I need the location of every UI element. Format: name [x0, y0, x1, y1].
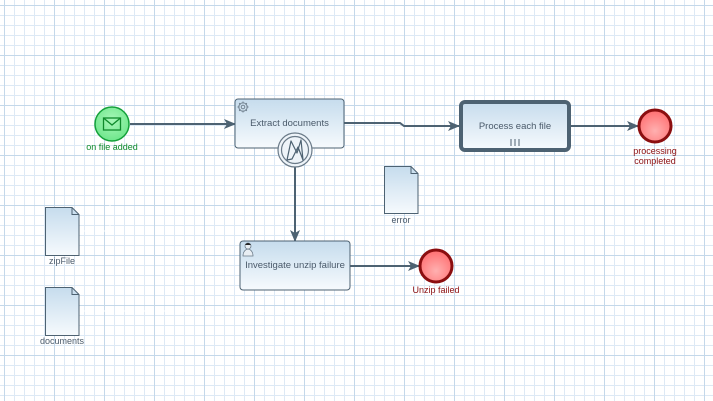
end-event-circle[interactable] — [637, 108, 673, 144]
document-icon[interactable] — [384, 166, 419, 214]
lightning-error-icon — [286, 139, 304, 161]
gear-icon — [237, 101, 249, 113]
parallel-multi-instance-icon — [510, 139, 520, 146]
flow-extract-to-process[interactable] — [344, 121, 460, 131]
data-object-zipfile[interactable]: zipFile — [45, 207, 80, 267]
task-box[interactable] — [239, 240, 351, 291]
end-event-unzip-failed[interactable]: Unzip failed — [412, 248, 460, 295]
task-investigate-unzip-failure[interactable]: Investigate unzip failure — [239, 240, 351, 291]
boundary-error-event[interactable] — [277, 132, 313, 168]
document-icon[interactable] — [45, 287, 80, 336]
envelope-icon — [102, 117, 122, 131]
association-documents — [79, 150, 371, 312]
start-event-label: on file added — [86, 142, 138, 152]
user-icon — [242, 242, 254, 257]
end-event-label: Unzip failed — [412, 285, 459, 295]
end-event-label-line2: completed — [634, 156, 676, 166]
end-event-processing-completed[interactable]: processing completed — [633, 108, 677, 166]
subprocess-box[interactable] — [459, 100, 571, 152]
data-object-label: documents — [40, 336, 85, 346]
sequence-flows — [130, 119, 639, 271]
data-object-label: error — [391, 215, 410, 225]
end-event-label-line1: processing — [633, 146, 677, 156]
subprocess-process-each-file[interactable]: Process each file — [459, 100, 571, 152]
task-label: Extract documents — [250, 118, 329, 129]
document-icon[interactable] — [45, 207, 80, 256]
end-event-circle[interactable] — [418, 248, 454, 284]
subprocess-label: Process each file — [479, 121, 551, 132]
task-label: Investigate unzip failure — [245, 260, 345, 271]
start-event-on-file-added[interactable]: on file added — [86, 106, 138, 152]
data-object-error[interactable]: error — [384, 166, 419, 226]
association-zipfile — [79, 160, 111, 232]
start-event-circle[interactable] — [94, 106, 130, 142]
data-object-label: zipFile — [49, 256, 75, 266]
data-object-documents[interactable]: documents — [40, 287, 85, 347]
